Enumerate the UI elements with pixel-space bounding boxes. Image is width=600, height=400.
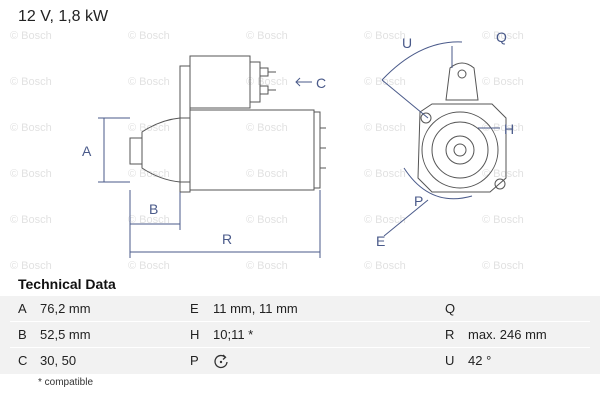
footnote: * compatible (38, 377, 94, 388)
bosch-watermark: © Bosch (128, 30, 170, 42)
end-view-pinion (445, 135, 475, 165)
bosch-watermark: © Bosch (482, 214, 524, 226)
spec-key: H (190, 327, 200, 342)
spec-key: B (18, 327, 27, 342)
motor-body (189, 109, 315, 191)
spec-key: C (18, 353, 28, 368)
bosch-watermark: © Bosch (482, 122, 524, 134)
spec-key: R (445, 327, 455, 342)
bosch-watermark: © Bosch (10, 30, 52, 42)
label-c: C (316, 75, 326, 91)
spec-value: max. 246 mm (468, 327, 547, 342)
bosch-watermark: © Bosch (10, 260, 52, 272)
bosch-watermark: © Bosch (364, 122, 406, 134)
table-row: C 30, 50 P U 42 ° (0, 348, 600, 374)
bosch-watermark: © Bosch (246, 76, 288, 88)
label-b: B (149, 201, 158, 217)
table-row: B 52,5 mm H 10;11 * R max. 246 mm (0, 322, 600, 348)
bosch-watermark: © Bosch (246, 168, 288, 180)
technical-data-table: A 76,2 mm E 11 mm, 11 mm Q B 52,5 mm H 1… (0, 296, 600, 374)
bosch-watermark: © Bosch (128, 260, 170, 272)
rotation-direction-icon (214, 354, 228, 369)
label-h: H (504, 121, 514, 137)
pinion-gear (129, 137, 143, 165)
mounting-flange (179, 65, 191, 193)
bosch-watermark: © Bosch (482, 76, 524, 88)
bosch-watermark: © Bosch (364, 168, 406, 180)
spec-value: 30, 50 (40, 353, 77, 368)
bosch-watermark: © Bosch (128, 76, 170, 88)
starter-motor-drawing: A B R C U H P E Q (82, 29, 514, 258)
spec-key: P (190, 353, 199, 368)
bosch-watermark: © Bosch (482, 260, 524, 272)
label-p: P (414, 193, 423, 209)
bosch-watermark: © Bosch (246, 260, 288, 272)
label-e: E (376, 233, 385, 249)
label-a: A (82, 143, 92, 159)
bosch-watermark: © Bosch (10, 214, 52, 226)
label-q: Q (496, 29, 507, 45)
bosch-watermark: © Bosch (10, 168, 52, 180)
bosch-watermark: © Bosch (364, 214, 406, 226)
solenoid (189, 55, 251, 109)
bosch-watermark: © Bosch (128, 214, 170, 226)
technical-data-title: Technical Data (18, 276, 116, 292)
end-view-solenoid (445, 62, 479, 101)
end-view-housing (417, 103, 507, 193)
spec-key: U (445, 353, 455, 368)
bosch-watermark: © Bosch (10, 122, 52, 134)
bosch-watermark: © Bosch (364, 260, 406, 272)
spec-value: 42 ° (468, 353, 492, 368)
spec-value: 76,2 mm (40, 301, 91, 316)
label-u: U (402, 35, 412, 51)
bosch-watermark: © Bosch (246, 30, 288, 42)
bosch-watermark: © Bosch (482, 30, 524, 42)
bosch-watermark: © Bosch (482, 168, 524, 180)
bosch-watermark: © Bosch (364, 30, 406, 42)
label-r: R (222, 231, 232, 247)
spec-value: 52,5 mm (40, 327, 91, 342)
table-row: A 76,2 mm E 11 mm, 11 mm Q (0, 296, 600, 322)
voltage-power-rating: 12 V, 1,8 kW (18, 8, 109, 25)
spec-key: Q (445, 301, 456, 316)
spec-key: E (190, 301, 199, 316)
drive-housing (141, 117, 181, 183)
bosch-watermark: © Bosch (246, 122, 288, 134)
bosch-watermark: © Bosch (246, 214, 288, 226)
spec-key: A (18, 301, 27, 316)
spec-value: 11 mm, 11 mm (213, 301, 298, 316)
bosch-watermark: © Bosch (10, 76, 52, 88)
spec-value: 10;11 * (213, 327, 254, 342)
